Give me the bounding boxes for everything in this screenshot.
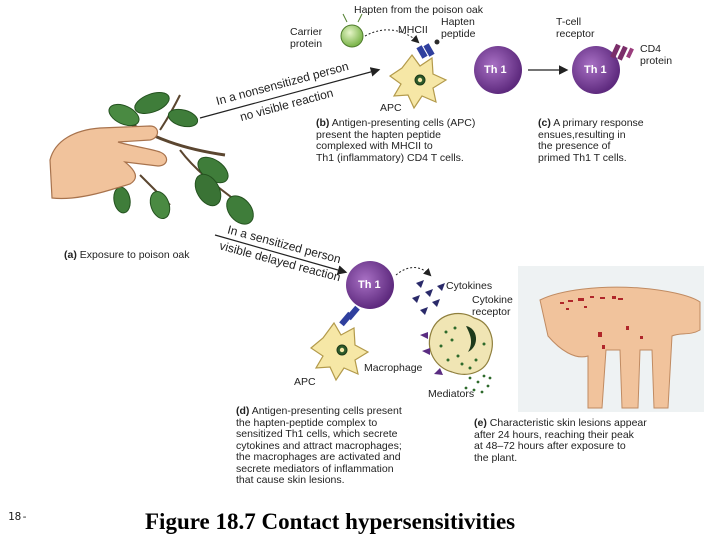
- caption-e: (e) Characteristic skin lesions appear a…: [474, 417, 714, 464]
- hapten-peptide-label: Hapten peptide: [441, 16, 476, 40]
- carrier-protein-label: Carrier protein: [290, 26, 323, 50]
- th1-label-top: Th 1: [484, 64, 507, 76]
- caption-b-tag: (b): [316, 117, 330, 129]
- caption-c: (c) A primary response ensues,resulting …: [538, 117, 708, 164]
- cytokine-receptor-label: Cytokine receptor: [472, 294, 513, 318]
- poison-oak-plant: [108, 92, 254, 225]
- caption-e-text: Characteristic skin lesions appear after…: [474, 417, 647, 464]
- t-cell-receptor-label: T-cell receptor: [556, 16, 595, 40]
- caption-b: (b) Antigen-presenting cells (APC) prese…: [316, 117, 526, 164]
- leaf: [113, 186, 131, 214]
- cd4-protein-label: CD4 protein: [640, 43, 673, 67]
- caption-d-tag: (d): [236, 405, 250, 417]
- apc-cell-top: [388, 39, 448, 110]
- th1-cell-top: [474, 46, 522, 94]
- leaf: [167, 108, 199, 128]
- caption-d-text: Antigen-presenting cells present the hap…: [236, 405, 402, 486]
- hapten-from-poison-oak-label: Hapten from the poison oak: [354, 4, 483, 16]
- leaf: [134, 92, 170, 114]
- carrier-protein-shape: [340, 13, 364, 48]
- leaf: [108, 103, 140, 127]
- slide-number: 18-: [8, 510, 28, 523]
- th1-label-primed: Th 1: [584, 64, 607, 76]
- mediators-label: Mediators: [428, 388, 475, 400]
- slide-title: Figure 18.7 Contact hypersensitivities: [145, 509, 516, 534]
- cytokines-label: Cytokines: [446, 280, 493, 292]
- primed-th1-cell: [572, 43, 634, 94]
- caption-a-tag: (a): [64, 249, 77, 261]
- caption-c-tag: (c): [538, 117, 551, 129]
- caption-e-tag: (e): [474, 417, 487, 429]
- th1-cell-sensitized: [346, 261, 394, 309]
- caption-c-text: A primary response ensues,resulting in t…: [538, 117, 644, 164]
- caption-a: (a) Exposure to poison oak: [64, 249, 254, 262]
- caption-d: (d) Antigen-presenting cells present the…: [236, 405, 476, 487]
- caption-a-text: Exposure to poison oak: [79, 249, 190, 261]
- mhcii-label: MHCII: [398, 24, 428, 36]
- caption-b-text: Antigen-presenting cells (APC) present t…: [316, 117, 476, 164]
- macrophage-cell: [420, 312, 493, 375]
- nonsensitized-path-arrow: [199, 67, 381, 119]
- leaf: [149, 190, 171, 220]
- apc-label-bottom: APC: [294, 376, 316, 388]
- sensitized-path-arrow: [214, 234, 348, 275]
- dotted-arrow: [364, 29, 420, 44]
- macrophage-label: Macrophage: [364, 362, 423, 374]
- apc-cell-bottom: [309, 305, 370, 382]
- mediator-dots: [464, 374, 492, 394]
- leaf: [226, 195, 254, 225]
- skin-lesion-photo: [518, 266, 704, 412]
- dotted-arrow: [395, 267, 432, 277]
- hand: [49, 125, 168, 200]
- leaf: [194, 173, 222, 207]
- cytokine-triangles: [412, 280, 445, 315]
- apc-label-top: APC: [380, 102, 402, 114]
- th1-label-sensitized: Th 1: [358, 279, 381, 291]
